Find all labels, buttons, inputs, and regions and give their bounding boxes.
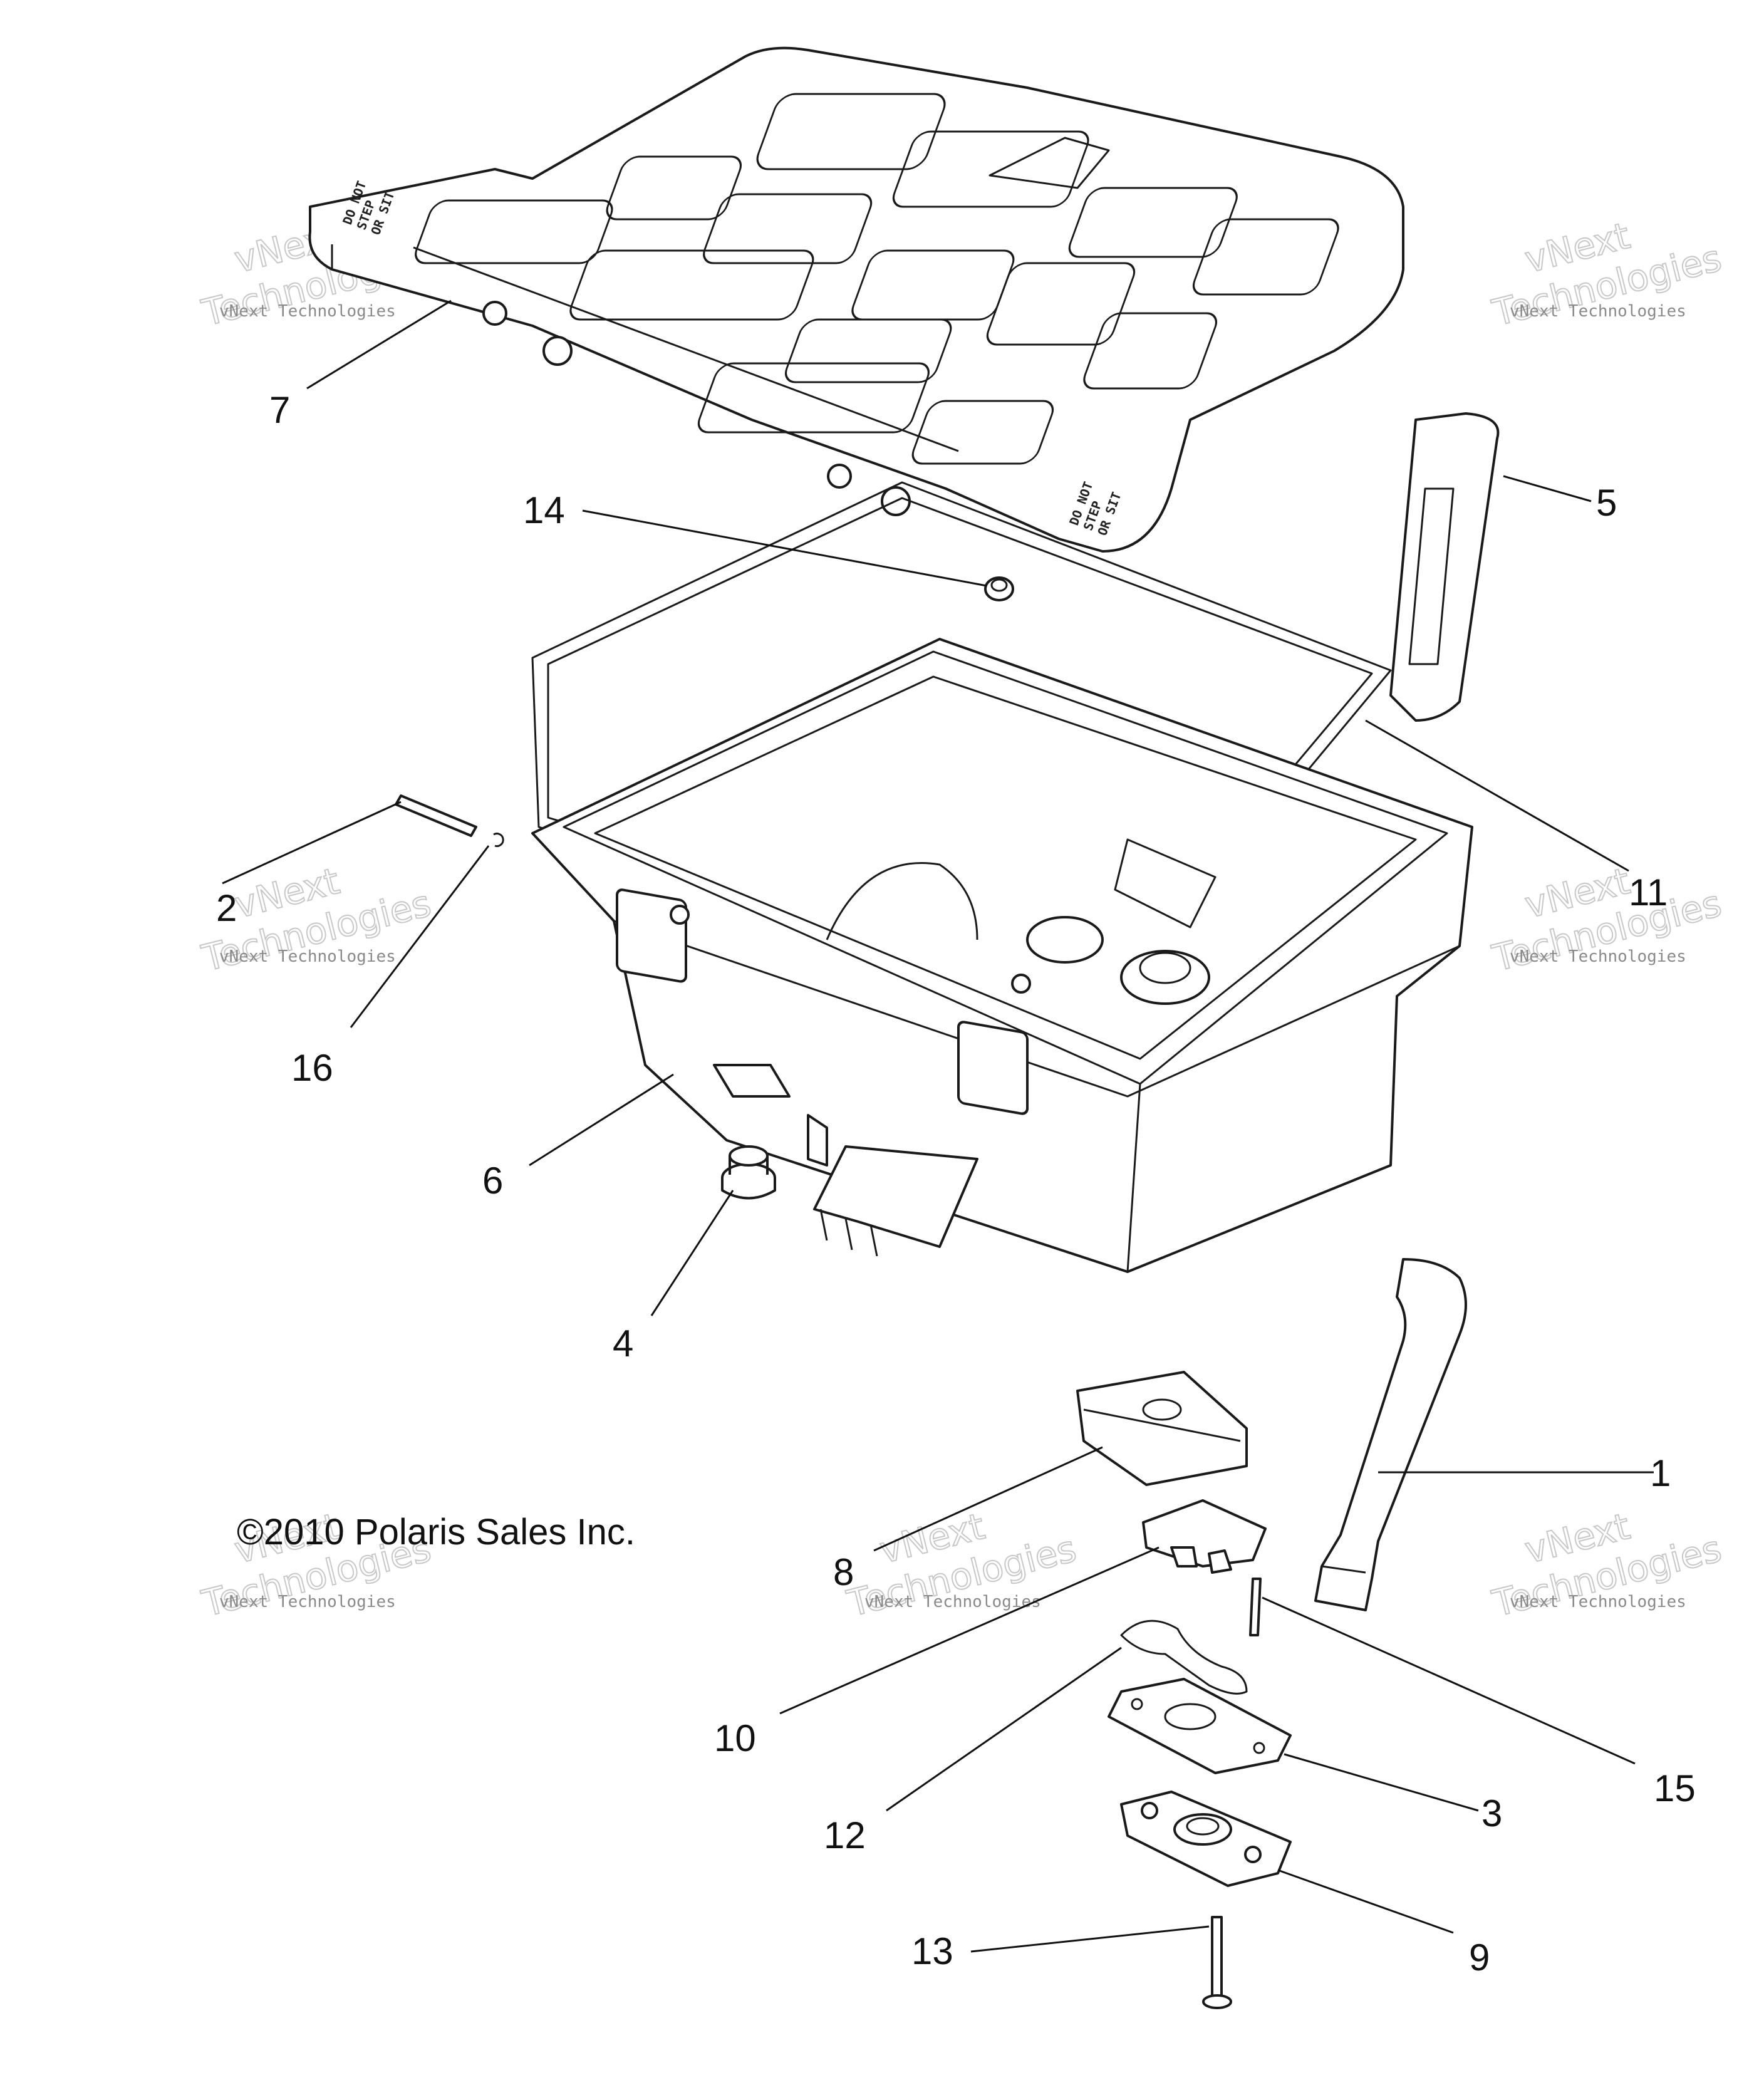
callout-label: 4 bbox=[613, 1323, 633, 1365]
callout-label: 3 bbox=[1481, 1792, 1502, 1834]
watermark-caption: vNext Technologies bbox=[1510, 302, 1686, 321]
part-strap-top bbox=[1389, 412, 1500, 722]
watermark-caption: vNext Technologies bbox=[1510, 1593, 1686, 1611]
callout-label: 15 bbox=[1654, 1767, 1696, 1809]
callout-label: 12 bbox=[824, 1814, 866, 1856]
callout-label: 10 bbox=[714, 1717, 756, 1759]
part-pin bbox=[395, 794, 477, 837]
watermark-caption: vNext Technologies bbox=[219, 947, 396, 966]
part-clip bbox=[493, 833, 504, 848]
callout-label: 5 bbox=[1596, 482, 1617, 524]
leader-lines bbox=[222, 299, 1654, 1953]
callout-label: 7 bbox=[269, 389, 290, 431]
callout-label: 16 bbox=[291, 1047, 333, 1089]
part-base bbox=[1120, 1791, 1292, 1887]
part-spring-pin bbox=[1249, 1578, 1262, 1636]
part-grommet bbox=[721, 1145, 776, 1200]
callout-label: 8 bbox=[833, 1551, 854, 1593]
part-bolt bbox=[1202, 1916, 1232, 2009]
callout-label: 13 bbox=[911, 1930, 953, 1972]
part-latch-strap bbox=[1314, 1258, 1467, 1611]
watermark-caption: vNext Technologies bbox=[219, 1593, 396, 1611]
callout-labels: 1 2 3 4 5 6 7 8 9 10 11 12 13 14 15 16 bbox=[216, 389, 1696, 1978]
part-nut bbox=[984, 576, 1014, 601]
callout-label: 1 bbox=[1650, 1452, 1671, 1494]
part-spring bbox=[1120, 1620, 1248, 1695]
watermark-caption: vNext Technologies bbox=[219, 302, 396, 321]
callout-label: 9 bbox=[1469, 1937, 1490, 1978]
part-gasket bbox=[1108, 1678, 1292, 1774]
callout-label: 11 bbox=[1629, 871, 1668, 913]
copyright-text: ©2010 Polaris Sales Inc. bbox=[237, 1512, 635, 1552]
callout-label: 14 bbox=[523, 489, 565, 531]
part-latch bbox=[1142, 1499, 1267, 1574]
part-lid: DO NOT STEP OR SIT DO NOT STEP OR SIT bbox=[308, 46, 1404, 553]
part-bracket bbox=[1076, 1371, 1248, 1486]
part-storage-box bbox=[531, 638, 1473, 1273]
callout-label: 6 bbox=[482, 1160, 503, 1202]
watermark-caption: vNext Technologies bbox=[1510, 947, 1686, 966]
callout-label: 2 bbox=[216, 887, 237, 929]
watermark-caption: vNext Technologies bbox=[864, 1593, 1041, 1611]
